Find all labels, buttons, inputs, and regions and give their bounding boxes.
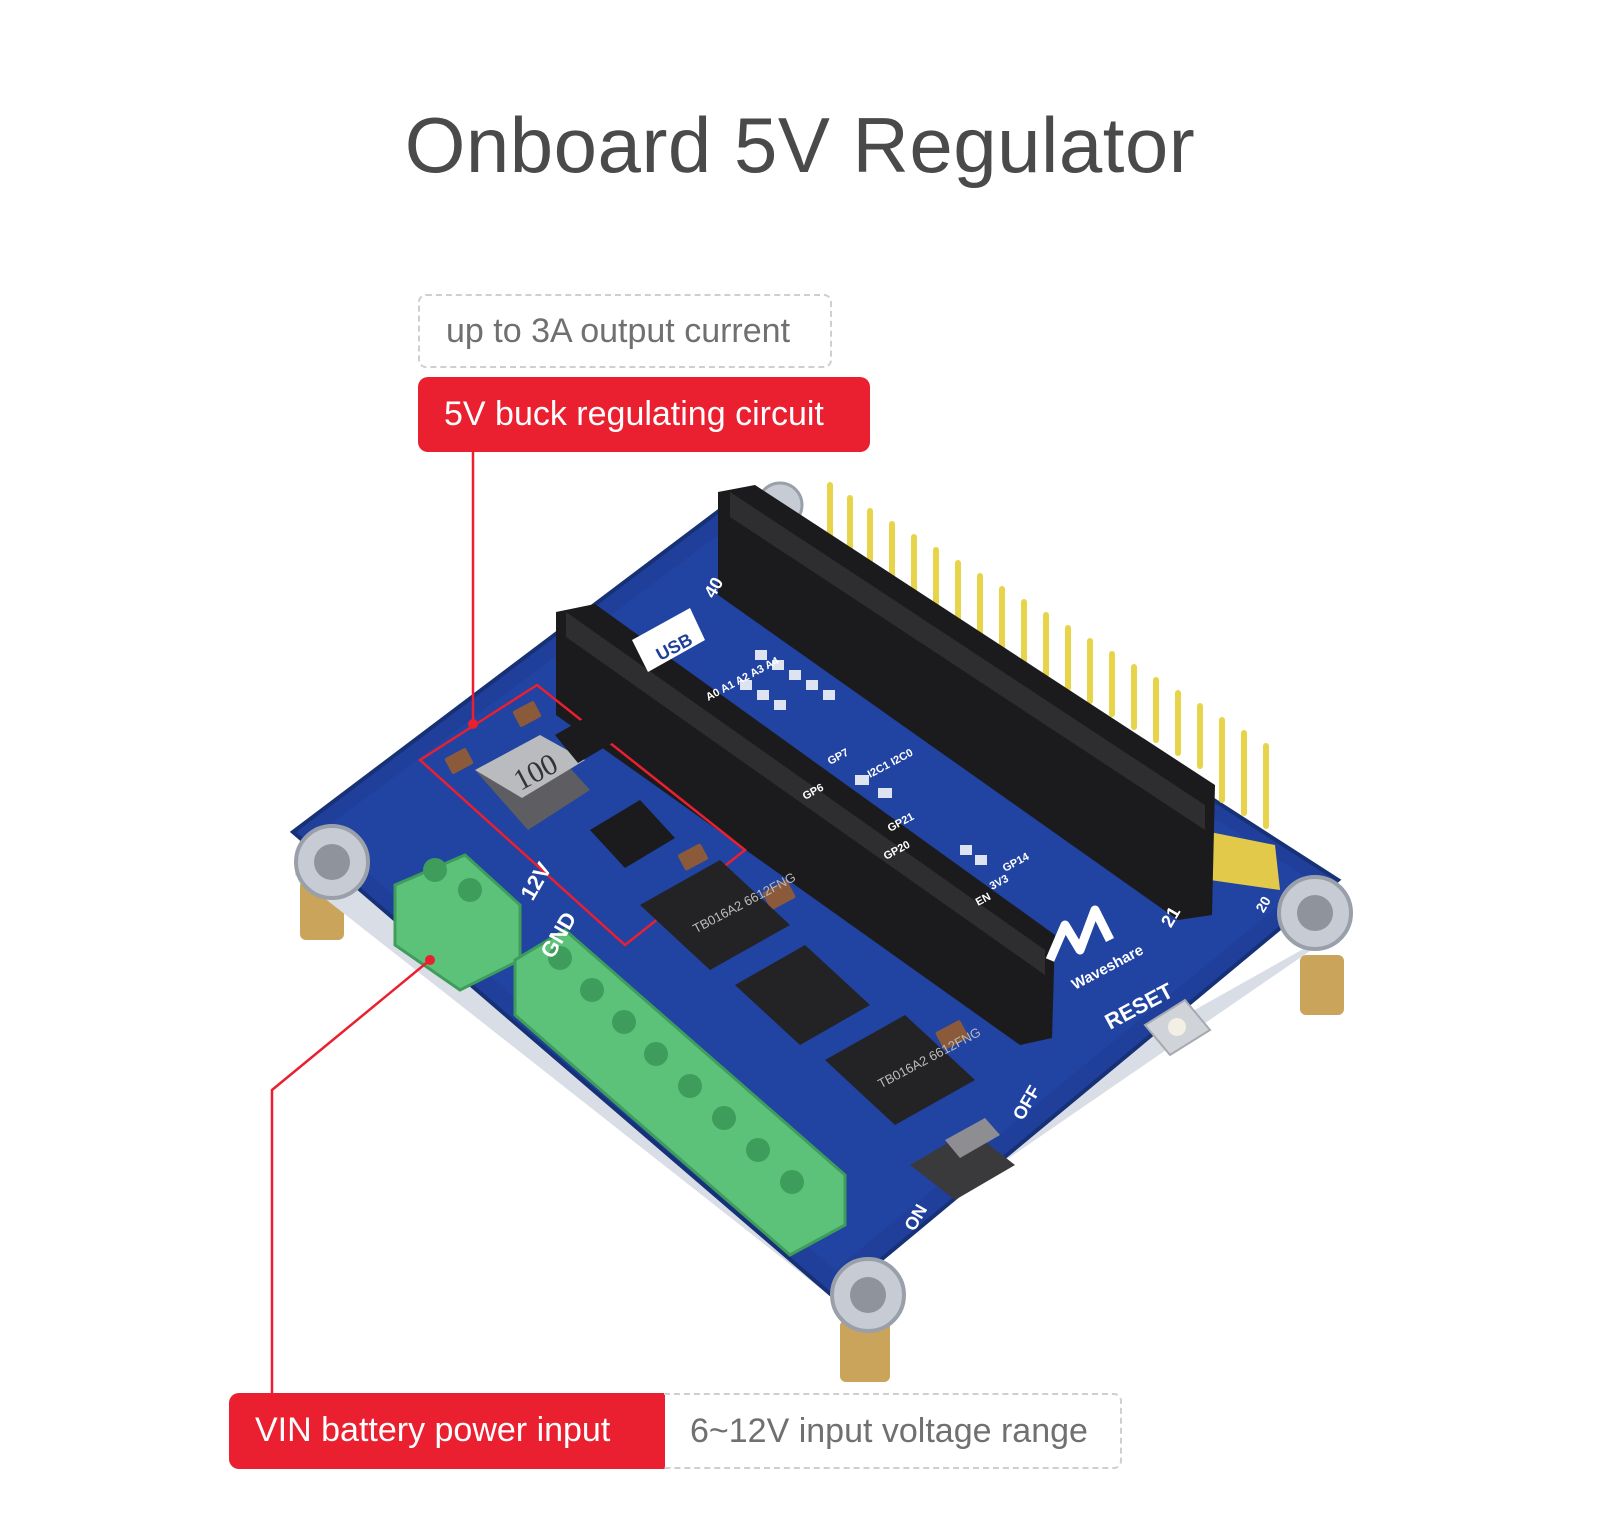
page-title: Onboard 5V Regulator	[404, 101, 1196, 189]
header-pins	[827, 482, 1269, 829]
regulator-ic	[590, 800, 675, 868]
motor-terminal-block	[513, 928, 847, 1257]
vin-leader-line	[270, 959, 431, 1393]
vin-terminal-block	[393, 853, 522, 992]
smd-capacitors	[444, 701, 969, 1050]
voltage-range-callout: 6~12V input voltage range	[664, 1393, 1122, 1469]
long-pin-header	[718, 485, 1215, 920]
diode	[555, 715, 612, 763]
vin-input-callout: VIN battery power input	[229, 1393, 665, 1469]
driver-logic-chip	[735, 945, 870, 1045]
pin-20-label: 20	[1252, 893, 1274, 915]
buck-circuit-callout: 5V buck regulating circuit	[418, 377, 870, 452]
output-current-callout: up to 3A output current	[418, 294, 832, 368]
power-switch	[910, 1118, 1015, 1200]
motor-driver-chip-2: TB016A2 6612FNG	[825, 1015, 983, 1125]
brand-logo	[1045, 905, 1115, 962]
reset-button-component	[1143, 998, 1212, 1057]
regulator-highlight-box	[417, 683, 748, 947]
solder-jumper-pads	[740, 650, 987, 865]
pcb-edge	[295, 840, 1355, 1288]
buck-inductor: 100	[475, 735, 590, 830]
